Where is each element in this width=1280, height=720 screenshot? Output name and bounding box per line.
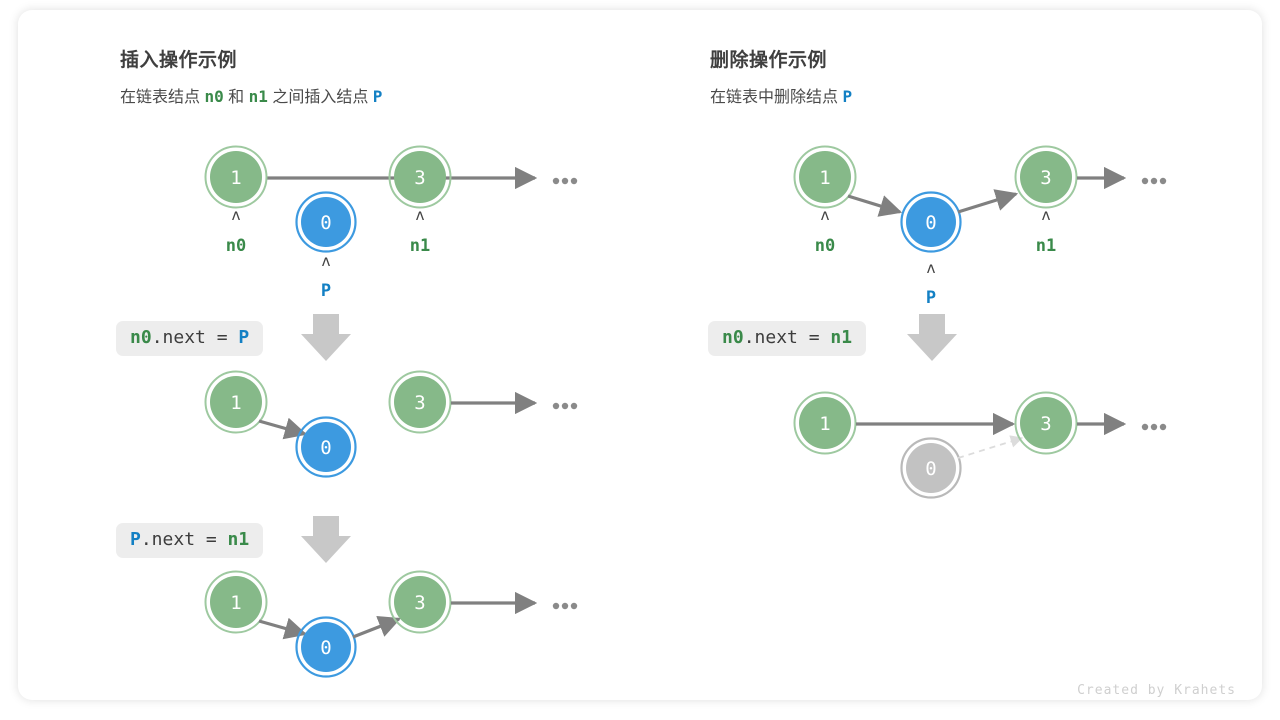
caret-p-insert: ʌ bbox=[321, 252, 331, 270]
insert-panel-title: 插入操作示例 bbox=[120, 50, 238, 71]
subtitle-seg: 在链表结点 bbox=[120, 89, 205, 106]
pointer-label-n0-delete: n0 bbox=[814, 236, 836, 256]
caret-n1-delete: ʌ bbox=[1041, 206, 1051, 224]
code-chip-delete-step1: n0.next = n1 bbox=[708, 321, 867, 356]
subtitle-p: P bbox=[372, 87, 383, 106]
subtitle-seg: 之间插入结点 bbox=[267, 89, 373, 106]
caret-n0-delete: ʌ bbox=[820, 206, 830, 224]
insert-panel-subtitle: 在链表结点 n0 和 n1 之间插入结点 P bbox=[120, 83, 382, 107]
subtitle-seg: 和 bbox=[223, 89, 249, 106]
subtitle-p: P bbox=[842, 87, 853, 106]
pointer-label-p-insert: P bbox=[320, 281, 332, 301]
credit-text: Created by Krahets bbox=[1077, 683, 1236, 698]
pointer-label-n1-insert: n1 bbox=[409, 236, 431, 256]
pointer-label-n1-delete: n1 bbox=[1035, 236, 1057, 256]
subtitle-n0: n0 bbox=[204, 87, 224, 106]
pointer-label-p-delete: P bbox=[925, 288, 937, 308]
code-token-n0: n0 bbox=[130, 327, 152, 348]
code-token-n1: n1 bbox=[227, 529, 250, 550]
code-chip-insert-step2: P.next = n1 bbox=[116, 523, 264, 558]
pointer-label-n0-insert: n0 bbox=[225, 236, 247, 256]
code-token-op: .next = bbox=[743, 327, 831, 348]
code-token-p: P bbox=[130, 529, 141, 550]
code-token-op: .next = bbox=[151, 327, 239, 348]
code-token-p: P bbox=[238, 327, 250, 348]
subtitle-n1: n1 bbox=[248, 87, 268, 106]
code-token-n1: n1 bbox=[830, 327, 853, 348]
delete-panel-subtitle: 在链表中删除结点 P bbox=[710, 83, 852, 107]
subtitle-seg: 在链表中删除结点 bbox=[710, 89, 843, 106]
caret-n0-insert: ʌ bbox=[231, 206, 241, 224]
caret-p-delete: ʌ bbox=[926, 259, 936, 277]
code-token-n0: n0 bbox=[722, 327, 744, 348]
code-token-op: .next = bbox=[140, 529, 228, 550]
code-chip-insert-step1: n0.next = P bbox=[116, 321, 264, 356]
delete-panel-title: 删除操作示例 bbox=[710, 50, 828, 71]
caret-n1-insert: ʌ bbox=[415, 206, 425, 224]
